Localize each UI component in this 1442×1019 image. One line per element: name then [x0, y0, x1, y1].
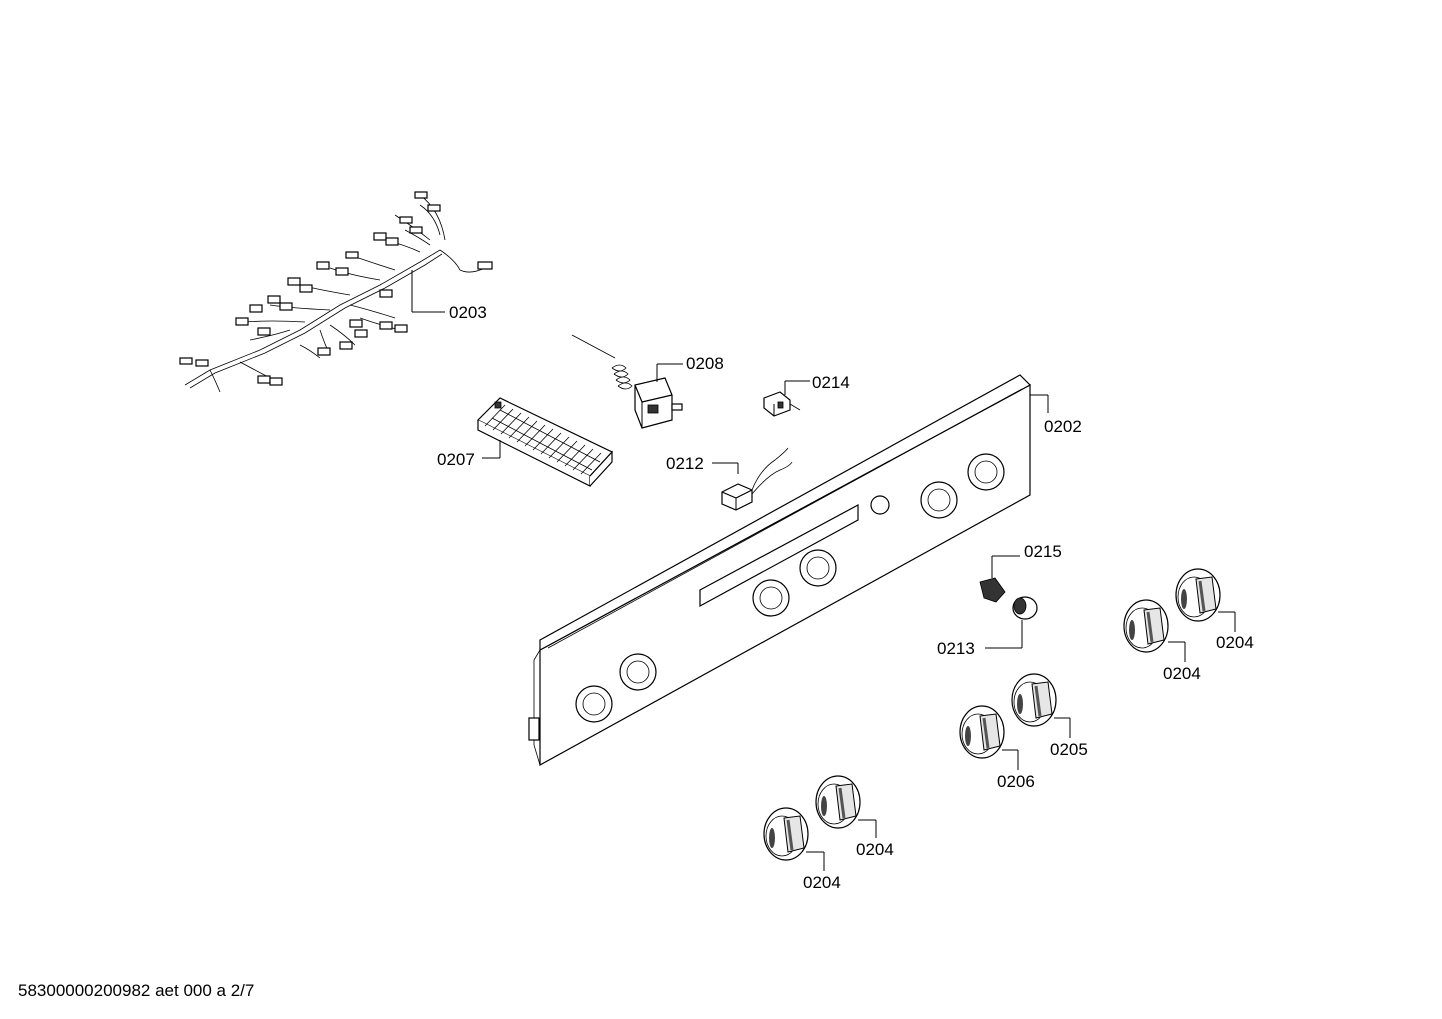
- label-knob-bl-1: 0204: [856, 840, 894, 859]
- control-knob: [1011, 673, 1057, 727]
- label-knob-tr-1: 0204: [1216, 633, 1254, 652]
- label-0207: 0207: [437, 450, 475, 469]
- control-knob: [815, 775, 861, 829]
- knob-callouts: [806, 611, 1236, 871]
- control-knob: [959, 705, 1005, 759]
- label-0213: 0213: [937, 639, 975, 658]
- control-knob: [763, 807, 809, 861]
- document-reference-footer: 58300000200982 aet 000 a 2/7: [18, 981, 255, 1000]
- label-0208: 0208: [686, 354, 724, 373]
- label-knob-mid-1: 0205: [1050, 740, 1088, 759]
- label-knob-bl-2: 0204: [803, 873, 841, 892]
- lamp-holder: [979, 555, 1020, 603]
- label-0203: 0203: [449, 303, 487, 322]
- panel-dial-openings: [575, 453, 1005, 723]
- label-0202: 0202: [1044, 417, 1082, 436]
- label-knob-tr-2: 0204: [1163, 664, 1201, 683]
- knobs: [763, 568, 1221, 861]
- lamp-cap: [985, 596, 1038, 649]
- terminal-block: [476, 397, 613, 487]
- label-0215: 0215: [1024, 542, 1062, 561]
- label-0214: 0214: [812, 373, 850, 392]
- switch-part: [712, 447, 793, 511]
- control-panel: [528, 374, 1049, 767]
- thermostat: [571, 334, 683, 429]
- label-knob-mid-2: 0206: [997, 772, 1035, 791]
- control-knob: [1123, 599, 1169, 653]
- label-0212: 0212: [666, 454, 704, 473]
- control-knob: [1175, 568, 1221, 622]
- connector-part: [763, 380, 810, 417]
- wiring-harness: [179, 191, 493, 393]
